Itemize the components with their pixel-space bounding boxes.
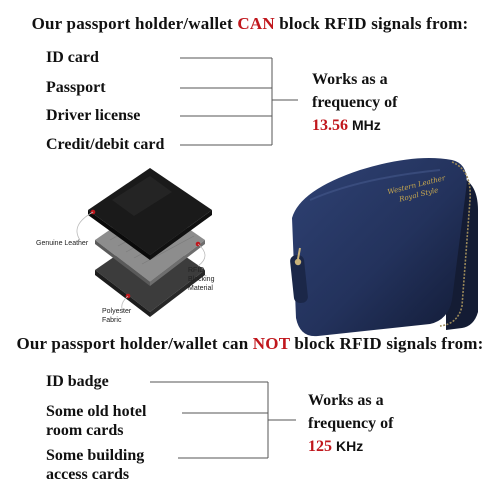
top-works-line2: frequency of — [312, 94, 398, 111]
bottom-frequency-note: Works as a frequency of 125 KHz — [308, 389, 393, 458]
bottom-frequency-value: 125 — [308, 438, 332, 455]
top-heading-pre: Our passport holder/wallet — [31, 14, 238, 33]
top-frequency-note: Works as a frequency of 13.56 MHz — [312, 68, 397, 137]
bottom-frequency-unit: KHz — [336, 438, 364, 454]
bottom-item-id-badge: ID badge — [46, 373, 109, 390]
bottom-heading: Our passport holder/wallet can NOT block… — [0, 334, 500, 354]
top-heading: Our passport holder/wallet CAN block RFI… — [0, 14, 500, 34]
top-frequency-unit: MHz — [352, 117, 381, 133]
top-works-line1: Works as a — [312, 71, 388, 88]
bottom-works-line1: Works as a — [308, 392, 384, 409]
bottom-works-line2: frequency of — [308, 415, 394, 432]
label-polyester-fabric: Polyester Fabric — [102, 308, 132, 324]
bottom-item-building-line2: access cards — [46, 466, 130, 483]
zipper-pull — [290, 247, 308, 304]
top-item-id-card: ID card — [46, 49, 99, 66]
bottom-heading-highlight: NOT — [252, 334, 290, 353]
label-rfid-blocking: RFID Blocking Material — [188, 267, 215, 292]
top-item-driver-license: Driver license — [46, 107, 141, 124]
leather-layer — [88, 168, 212, 260]
top-item-credit-card: Credit/debit card — [46, 136, 165, 153]
top-heading-post: block RFID signals from: — [274, 14, 469, 33]
bottom-item-building-line1: Some building — [46, 447, 145, 464]
bottom-heading-post: block RFID signals from: — [289, 334, 484, 353]
top-item-passport: Passport — [46, 79, 106, 96]
top-heading-highlight: CAN — [237, 14, 275, 33]
bottom-item-hotel-line2: room cards — [46, 422, 124, 439]
bottom-heading-pre: Our passport holder/wallet can — [16, 334, 253, 353]
bottom-item-hotel-line1: Some old hotel — [46, 403, 147, 420]
label-genuine-leather: Genuine Leather — [36, 240, 89, 247]
top-frequency-value: 13.56 — [312, 117, 348, 134]
